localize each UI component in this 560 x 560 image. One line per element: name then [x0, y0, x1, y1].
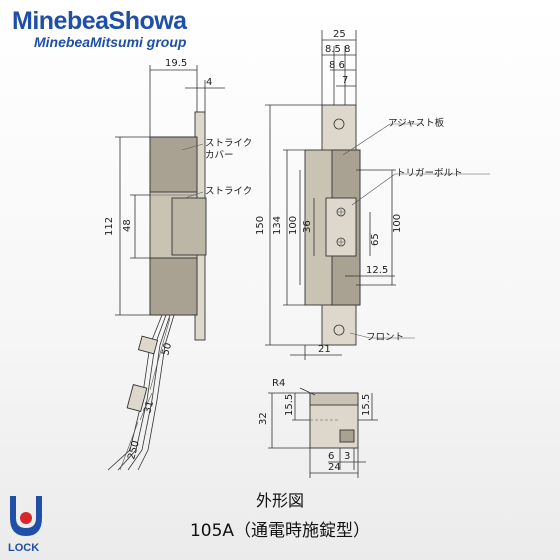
dim-6: 6 [328, 451, 334, 462]
strike-bottom-view: R4 32 15.5 15.5 6 3 24 [258, 378, 378, 478]
dim-19-5: 19.5 [165, 58, 187, 69]
label-strike: ストライク [205, 186, 252, 197]
label-strike-cover-1: ストライク [205, 138, 252, 149]
dim-32: 32 [258, 412, 269, 425]
strike-side-view: 19.5 4 112 48 ストライク カバー ストライク 50 31 250 [104, 58, 252, 471]
dim-21: 21 [318, 344, 331, 355]
dim-25: 25 [333, 29, 346, 40]
caption-title: 外形図 [255, 491, 304, 510]
label-front: フロント [366, 332, 404, 343]
dim-8-6: 8 6 [329, 60, 345, 71]
dim-65: 65 [370, 233, 381, 246]
dim-12-5: 12.5 [366, 265, 388, 276]
dim-31: 31 [142, 400, 156, 415]
label-strike-cover-2: カバー [205, 150, 234, 161]
dim-8-5-8: 8.5 8 [325, 44, 350, 55]
dim-r4: R4 [272, 378, 285, 389]
dim-134: 134 [272, 216, 283, 235]
label-trigger-bolt: トリガーボルト [396, 168, 463, 179]
brand-logo: MinebeaShowa MinebeaMitsumi group [12, 8, 187, 50]
dim-36: 36 [302, 220, 313, 233]
dim-4: 4 [206, 77, 212, 88]
dim-7: 7 [342, 75, 348, 86]
dim-15-5a: 15.5 [284, 394, 295, 416]
dim-100a: 100 [288, 216, 299, 235]
lock-badge-icon: LOCK [8, 496, 42, 554]
dim-50: 50 [160, 342, 174, 357]
lock-badge-text: LOCK [8, 542, 39, 554]
dim-15-5b: 15.5 [361, 394, 372, 416]
dim-100b: 100 [392, 214, 403, 233]
label-adjust-plate: アジャスト板 [388, 117, 445, 129]
dim-24: 24 [328, 462, 341, 473]
dim-150: 150 [255, 216, 266, 235]
dim-250: 250 [126, 439, 142, 460]
dim-3: 3 [344, 451, 350, 462]
brand-group: MinebeaMitsumi group [34, 34, 187, 50]
caption-model: 105A（通電時施錠型） [189, 521, 371, 541]
dim-48: 48 [122, 219, 133, 232]
dim-112: 112 [104, 217, 115, 236]
brand-name: MinebeaShowa [12, 7, 187, 35]
strike-front-view: 25 8.5 8 8 6 7 150 134 100 36 65 100 12.… [255, 29, 490, 360]
